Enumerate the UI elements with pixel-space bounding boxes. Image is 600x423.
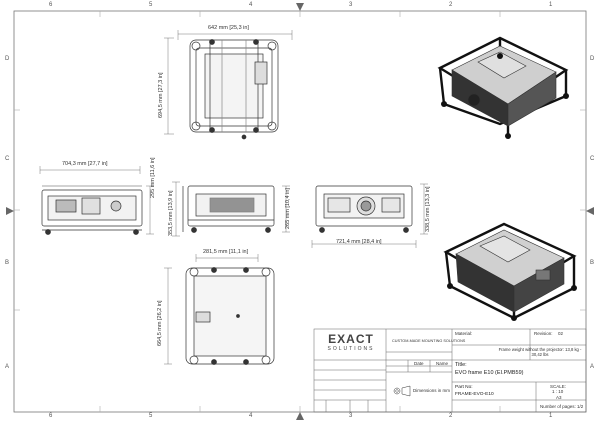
grid-right-d: D	[590, 56, 595, 62]
grid-bottom-5: 5	[149, 413, 153, 419]
grid-bottom-2: 2	[449, 413, 453, 419]
grid-right-a: A	[590, 364, 595, 370]
grid-top-2: 2	[449, 2, 453, 8]
top-view	[189, 39, 279, 140]
grid-left-d: D	[5, 56, 10, 62]
grid-right-b: B	[590, 260, 595, 266]
grid-top-3: 3	[349, 2, 353, 8]
col-date-label: Date	[414, 361, 424, 366]
grid-bottom-4: 4	[249, 413, 253, 419]
scale-value: 1 : 10	[552, 389, 564, 394]
grid-top-6: 6	[49, 2, 53, 8]
revision-label: Revision:	[534, 331, 553, 336]
col-name-label: Name	[436, 361, 449, 366]
dim-bottom-height: 664,5 mm [26,2 in]	[157, 300, 163, 346]
logo-top: EXACT	[328, 332, 374, 346]
dim-top-height: 694,5 mm [27,3 in]	[158, 72, 164, 118]
title-block-frame	[313, 328, 587, 413]
dim-top-width: 642 mm [25,3 in]	[208, 25, 249, 31]
part-no-label: Part No:	[455, 385, 473, 390]
title-label: Title:	[455, 362, 467, 368]
grid-bottom-1: 1	[549, 413, 553, 419]
title-value: EVO frame E10 (EI.PMB59)	[455, 370, 524, 376]
dimensions-note: Dimensions in mm	[413, 388, 451, 393]
rear-view	[315, 185, 413, 233]
dim-bottom-width: 281,5 mm [11,1 in]	[203, 249, 249, 255]
dim-front-height: 295 mm [11,6 in]	[150, 157, 156, 198]
side-view	[182, 185, 275, 233]
part-no-value: FRAME-EVO-E10	[455, 392, 494, 397]
grid-left-a: A	[5, 364, 10, 370]
grid-left-c: C	[5, 156, 10, 162]
grid-top-4: 4	[249, 2, 253, 8]
grid-left-b: B	[5, 260, 10, 266]
grid-top-1: 1	[549, 2, 553, 8]
company-logo: EXACT SOLUTIONS	[318, 332, 384, 353]
dim-front-width: 704,3 mm [27,7 in]	[62, 161, 108, 167]
bottom-view	[185, 267, 275, 365]
dim-side-height: 353,5 mm [13,9 in]	[168, 190, 174, 236]
pages-label: Number of pages: 1/2	[540, 404, 584, 409]
logo-bottom: SOLUTIONS	[327, 346, 375, 352]
sheet-size: A3	[556, 395, 562, 400]
material-label: Material:	[455, 331, 473, 336]
grid-bottom-6: 6	[49, 413, 53, 419]
projection-symbol-icon	[393, 385, 411, 397]
revision-value: 02	[558, 331, 564, 336]
grid-bottom-3: 3	[349, 413, 353, 419]
dim-rear-width: 721,4 mm [28,4 in]	[336, 239, 382, 245]
scale-label: SCALE:	[550, 384, 567, 389]
dim-side-height-2: 265 mm [10,4 in]	[285, 188, 291, 229]
grid-right-c: C	[590, 156, 595, 162]
weight-note: Frame weight without the projector: 13,8…	[498, 347, 582, 357]
dim-rear-height: 338,5 mm [13,3 in]	[425, 186, 431, 232]
grid-top-5: 5	[149, 2, 153, 8]
company-note: CUSTOM-MADE MOUNTING SOLUTIONS	[392, 339, 466, 343]
front-view	[41, 185, 143, 235]
